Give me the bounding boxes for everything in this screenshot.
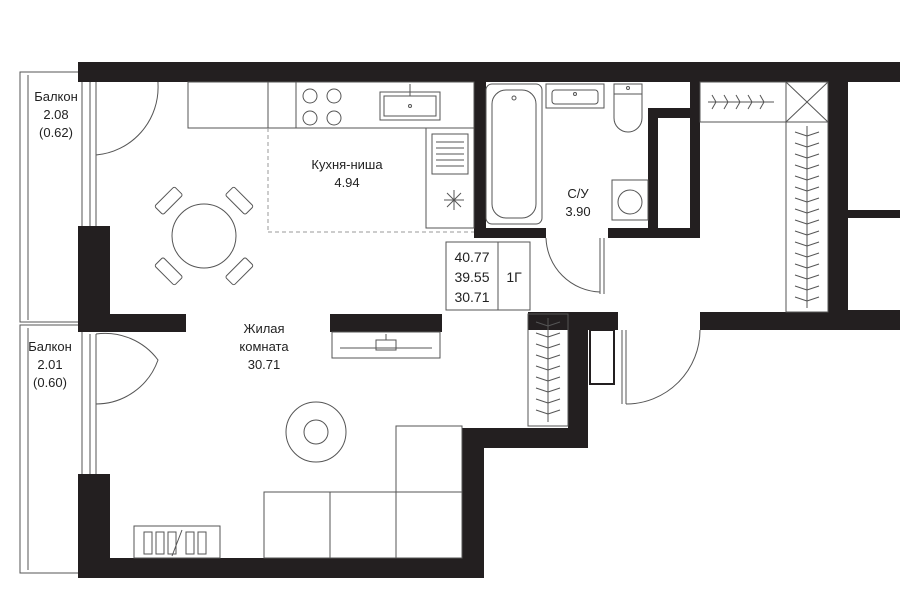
balcony-door-top (89, 72, 159, 156)
balcony-bottom-area: 2.01 (37, 357, 62, 372)
living-area: 30.71 (248, 357, 281, 372)
radiator-icon (133, 525, 221, 559)
stove-icon (302, 88, 342, 126)
area-without-balcony: 39.55 (454, 269, 489, 285)
kitchen-name: Кухня-ниша (311, 157, 383, 172)
bathtub-icon (485, 83, 543, 225)
toilet-icon (613, 83, 643, 133)
total-area: 40.77 (454, 249, 489, 265)
balcony-top-area: 2.08 (43, 107, 68, 122)
kitchen-sink-icon (379, 84, 441, 121)
area-summary-box: 40.77 39.55 30.71 1Г (445, 241, 531, 311)
balcony-top-name: Балкон (34, 89, 78, 104)
balcony-door-bottom (95, 332, 159, 405)
bathroom-area: 3.90 (565, 204, 590, 219)
living-name-line1: Жилая (243, 321, 284, 336)
bathroom-sink-icon (545, 83, 605, 109)
apartment-type: 1Г (506, 269, 522, 285)
living-area-summary: 30.71 (454, 289, 489, 305)
wardrobe-icon (699, 81, 829, 313)
entrance-door (621, 329, 701, 405)
corridor-hangers (535, 321, 561, 415)
balcony-bottom-label: Балкон 2.01 (0.60) (28, 339, 72, 390)
balcony-bottom-name: Балкон (28, 339, 72, 354)
balcony-top-area-coeff: (0.62) (39, 125, 73, 140)
walls (78, 62, 900, 578)
bathroom-label: С/У 3.90 (565, 186, 590, 219)
sofa-icon (263, 425, 463, 559)
balcony-top-label: Балкон 2.08 (0.62) (34, 89, 78, 140)
kitchen-area: 4.94 (334, 175, 359, 190)
dining-table-icon (154, 186, 254, 286)
washing-machine-icon (611, 179, 649, 221)
living-label: Жилая комната 30.71 (239, 321, 289, 372)
dishwasher-icon (431, 133, 469, 175)
kitchen-niche-boundary (267, 128, 474, 233)
bathroom-name: С/У (567, 186, 589, 201)
tv-icon (331, 331, 441, 359)
living-name-line2: комната (239, 339, 289, 354)
wardrobe-top-hangers (708, 94, 774, 110)
rug-icon (285, 401, 347, 463)
kitchen-label: Кухня-ниша 4.94 (311, 157, 383, 190)
balcony-bottom-area-coeff: (0.60) (33, 375, 67, 390)
bathroom-door (545, 237, 605, 294)
wardrobe-side-hangers (794, 131, 820, 302)
kitchen-counter (187, 81, 475, 229)
corridor-outline (589, 329, 615, 385)
fridge-icon (444, 190, 464, 210)
